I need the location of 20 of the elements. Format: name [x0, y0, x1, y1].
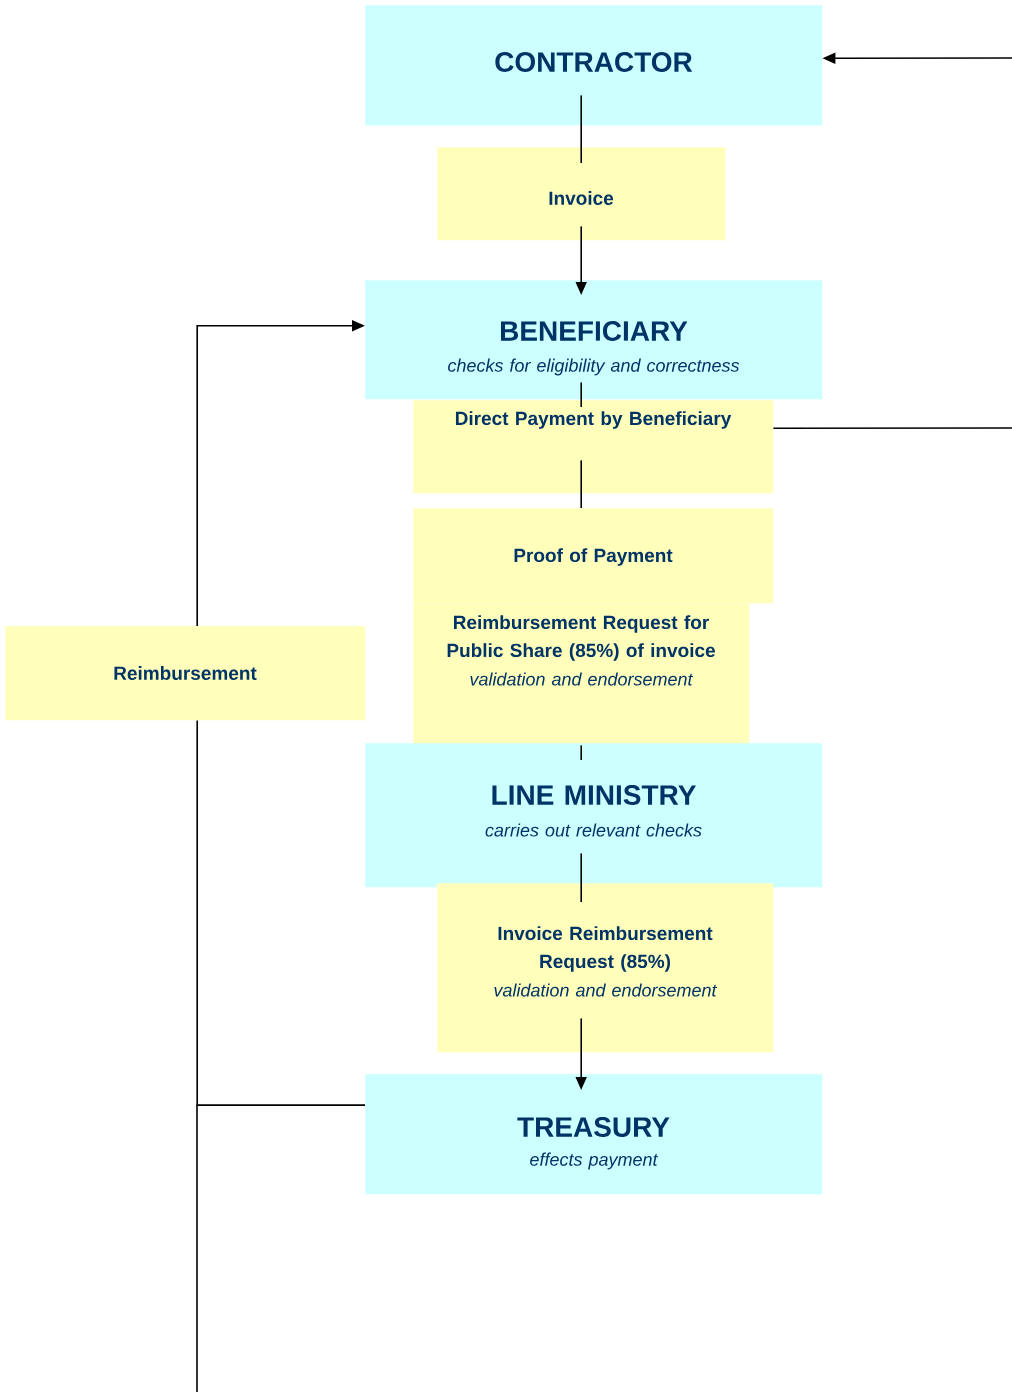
- document-box: Direct Payment by Beneficiary: [413, 400, 774, 494]
- connector-line: [196, 1104, 366, 1392]
- document-box: Invoice: [437, 147, 726, 241]
- entity-box: TREASURY effects payment: [365, 1074, 823, 1195]
- document-box: Proof of Payment: [413, 508, 774, 604]
- entity-box: LINE MINISTRY carries out relevant checks: [365, 743, 823, 888]
- connector-line: [580, 381, 582, 408]
- connector-line: [772, 427, 1012, 429]
- connector-line: [580, 94, 582, 164]
- entity-box: BENEFICIARY checks for eligibility and correctness: [365, 280, 823, 400]
- node-label: Reimbursement Request for Public Share (85%) of invoice: [447, 615, 715, 661]
- document-box: Reimbursement: [5, 626, 366, 721]
- document-box: Reimbursement Request for Public Share (85%) of invoice validation and endorsement: [413, 603, 750, 746]
- connector-line: [580, 459, 582, 509]
- connector-line: [580, 744, 582, 761]
- entity-box: CONTRACTOR: [365, 5, 823, 126]
- node-label: validation and endorsement: [470, 672, 694, 686]
- node-label: Proof of Payment: [514, 548, 673, 566]
- connector-line: [580, 852, 582, 903]
- document-box: Invoice Reimbursement Request (85%) validation and endorsement: [437, 883, 774, 1053]
